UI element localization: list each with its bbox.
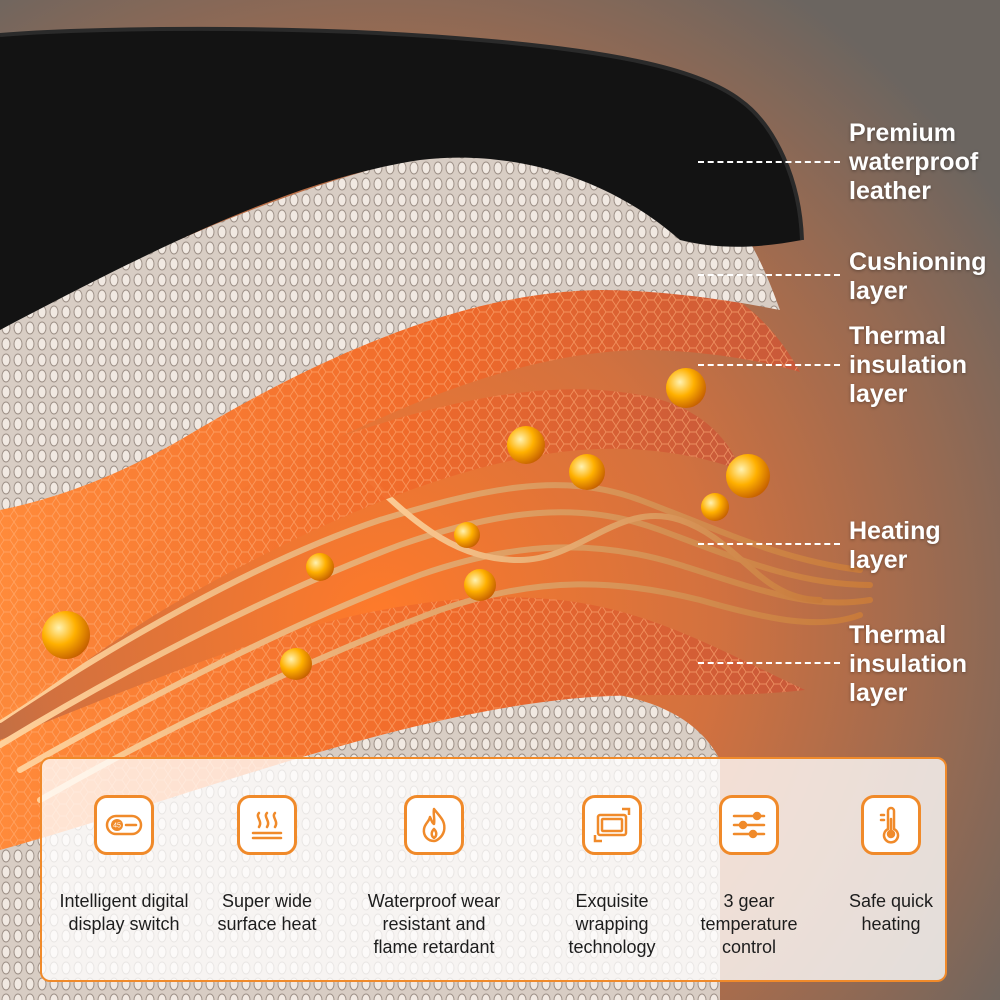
- features-panel: 45 Intelligent digital display switch Su…: [40, 757, 947, 982]
- leader-line-heating: [698, 543, 840, 545]
- flame-icon: [404, 795, 464, 855]
- feature-label: Safe quick heating: [848, 891, 934, 934]
- feature-label: Intelligent digital display switch: [59, 891, 189, 934]
- layer-label-thermal-lower: Thermal insulation layer: [849, 621, 968, 707]
- feature-quick-heating: Safe quick heating: [821, 795, 961, 936]
- feature-digital-display: 45 Intelligent digital display switch: [54, 795, 194, 936]
- display-reading: 45: [113, 823, 121, 830]
- layer-label-leather: Premium waterproof leather: [849, 119, 979, 205]
- leader-line-thermal-upper: [698, 364, 840, 366]
- leather-top-layer: [0, 28, 802, 330]
- feature-temperature-control: 3 gear temperature control: [679, 795, 819, 959]
- leader-line-leather: [698, 161, 840, 163]
- heating-wires: [0, 467, 873, 803]
- surface-heat-icon: [237, 795, 297, 855]
- leader-line-cushioning: [698, 274, 840, 276]
- thermometer-icon: [861, 795, 921, 855]
- heat-beads: [42, 368, 770, 680]
- feature-label: Super wide surface heat: [217, 891, 317, 934]
- layer-label-thermal-upper: Thermal insulation layer: [849, 322, 968, 408]
- layer-label-heating: Heating layer: [849, 517, 941, 574]
- feature-surface-heat: Super wide surface heat: [197, 795, 337, 936]
- wrapping-icon: [582, 795, 642, 855]
- layer-label-cushioning: Cushioning layer: [849, 248, 987, 305]
- cushioning-layer: [0, 141, 780, 511]
- digital-display-switch-icon: 45: [94, 795, 154, 855]
- slider-controls-icon: [719, 795, 779, 855]
- feature-label: Waterproof wear resistant and flame reta…: [367, 891, 501, 957]
- feature-label: Exquisite wrapping technology: [568, 891, 656, 957]
- feature-flame-retardant: Waterproof wear resistant and flame reta…: [364, 795, 504, 959]
- feature-wrapping: Exquisite wrapping technology: [542, 795, 682, 959]
- leader-line-thermal-lower: [698, 662, 840, 664]
- feature-label: 3 gear temperature control: [700, 891, 798, 957]
